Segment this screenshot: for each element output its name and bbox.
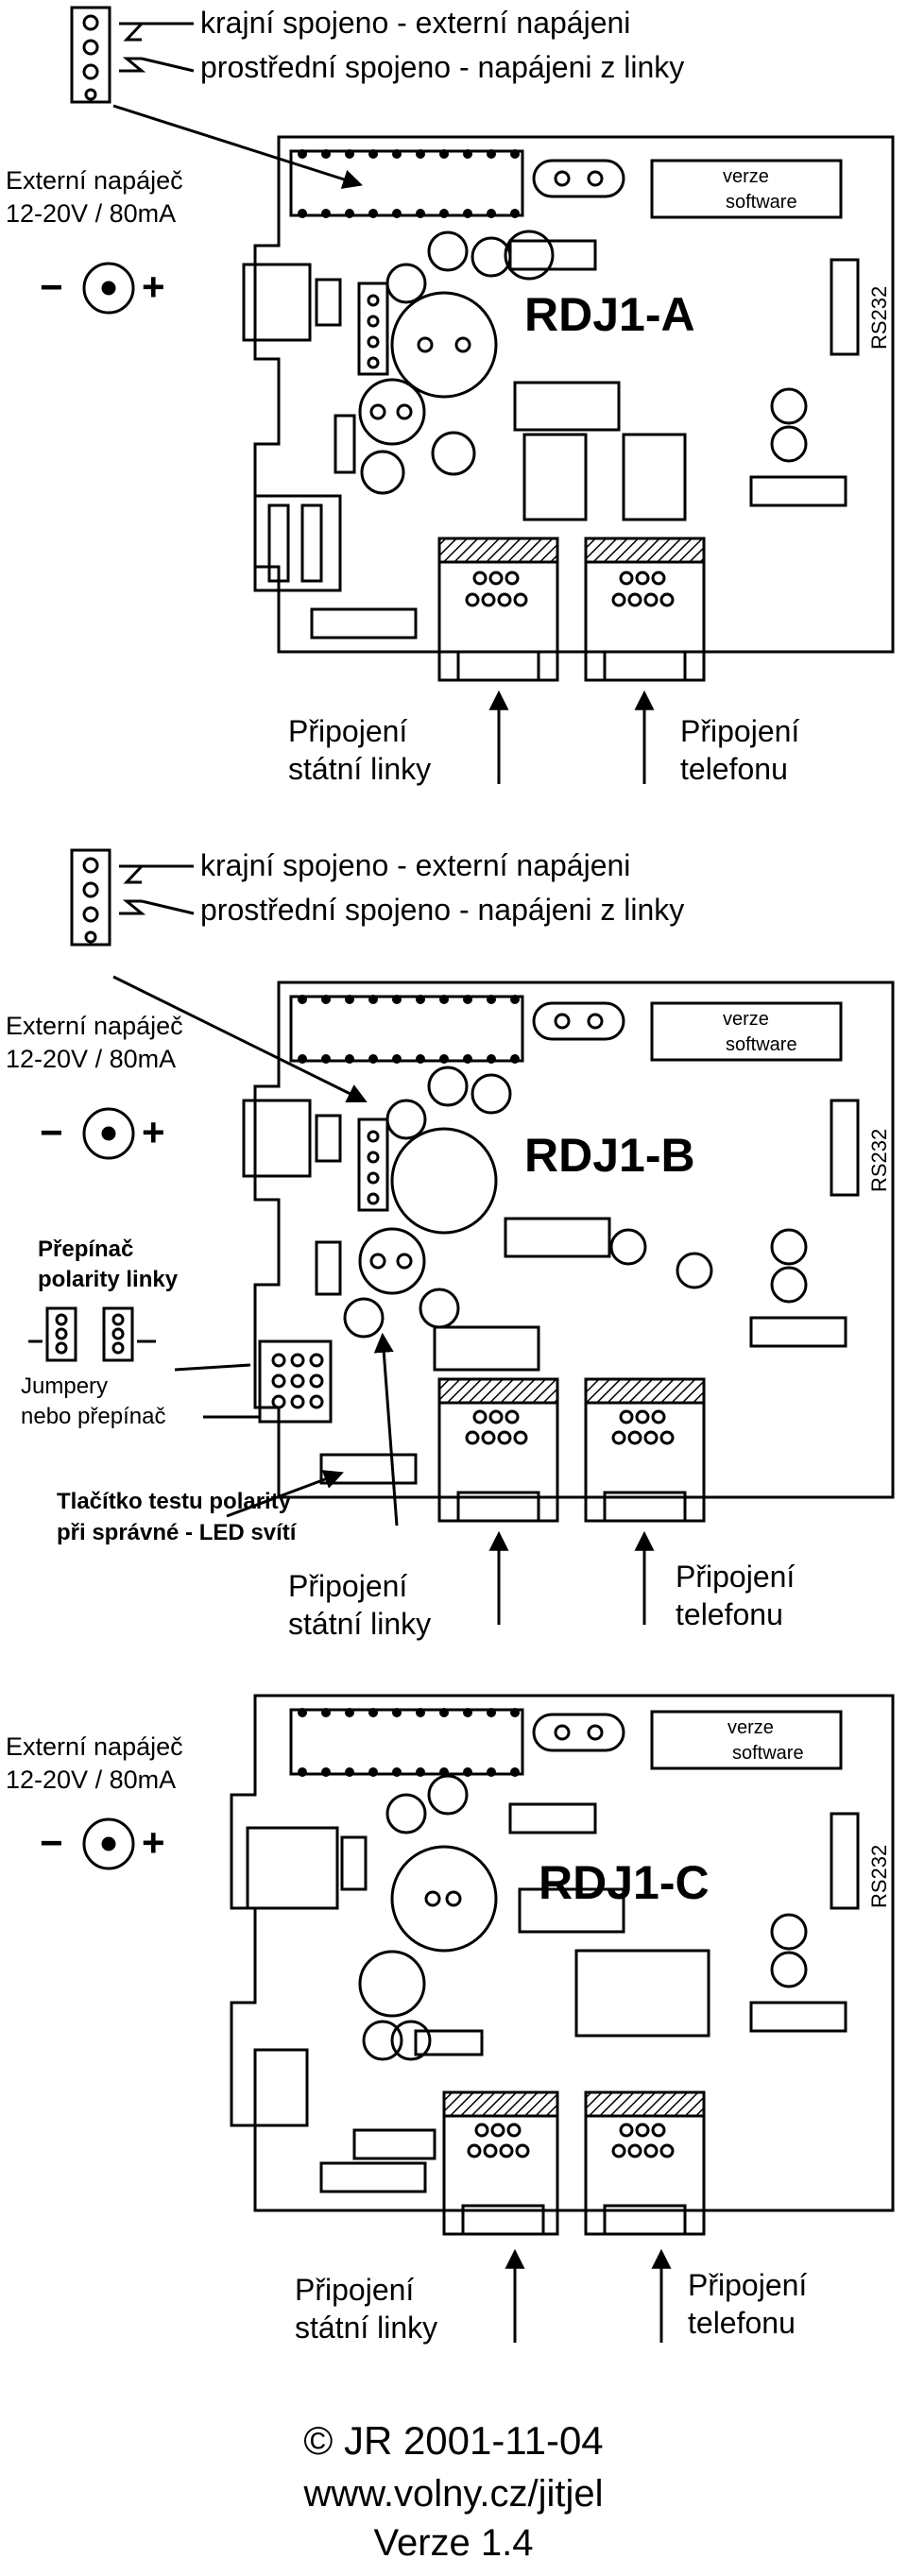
connector-phone-1: Připojení [676, 1560, 795, 1594]
rs232-label: RS232 [867, 1845, 891, 1908]
connector-phone-2: telefonu [676, 1597, 783, 1631]
jumper-note-middle: prostřední spojeno - napájeni z linky [200, 893, 684, 927]
chip-label-2: software [726, 1034, 797, 1055]
power-title: Externí napáječ [6, 1012, 183, 1040]
power-plus: + [142, 264, 165, 309]
power-spec: 12-20V / 80mA [6, 1045, 176, 1073]
polarity-test-1: Tlačítko testu polarity [57, 1489, 292, 1514]
connector-phone-1: Připojení [680, 714, 799, 748]
connector-line-2: státní linky [288, 752, 431, 786]
connector-phone-2: telefonu [680, 752, 788, 786]
board-outline [253, 135, 895, 654]
board-outline [253, 981, 895, 1499]
power-title: Externí napáječ [6, 166, 183, 195]
rs232-label: RS232 [867, 1129, 891, 1192]
polarity-switch-2: polarity linky [38, 1267, 179, 1292]
chip-label-2: software [732, 1743, 804, 1764]
board-b [28, 848, 895, 1625]
connector-line-2: státní linky [295, 2311, 437, 2345]
footer-url[interactable]: www.volny.cz/jitjel [303, 2473, 604, 2515]
jumper-note-outer: krajní spojeno - externí napájeni [200, 6, 630, 40]
board-c [82, 1694, 895, 2343]
jumper-header [70, 848, 111, 947]
power-plus: + [142, 1110, 165, 1154]
connector-line-1: Připojení [288, 714, 407, 748]
power-spec: 12-20V / 80mA [6, 1766, 176, 1794]
power-minus: − [40, 1110, 63, 1154]
power-minus: − [40, 1820, 63, 1865]
polarity-test-2: při správné - LED svítí [57, 1520, 298, 1545]
chip-label-1: verze [723, 1009, 769, 1030]
power-minus: − [40, 264, 63, 309]
chip-label-1: verze [727, 1717, 774, 1738]
connector-phone-2: telefonu [688, 2306, 796, 2340]
connector-line-1: Připojení [288, 1569, 407, 1603]
jumper-note-outer: krajní spojeno - externí napájeni [200, 848, 630, 882]
board-model: RDJ1-A [524, 288, 695, 341]
jumper-header [70, 6, 111, 104]
board-model: RDJ1-C [539, 1856, 710, 1909]
connector-line-2: státní linky [288, 1607, 431, 1641]
board-outline [230, 1694, 895, 2212]
board-a [70, 6, 895, 784]
polarity-switch-1: Přepínač [38, 1237, 133, 1262]
chip-label-2: software [726, 192, 797, 213]
polarity-jumper-1: Jumpery [21, 1373, 108, 1399]
jumper-note-middle: prostřední spojeno - napájeni z linky [200, 50, 684, 84]
polarity-jumper-2: nebo přepínač [21, 1404, 165, 1429]
connector-line-1: Připojení [295, 2273, 414, 2307]
footer-copyright: © JR 2001-11-04 [303, 2418, 604, 2463]
footer-version: Verze 1.4 [373, 2522, 534, 2564]
labels: krajní spojeno - externí napájeni prostř… [6, 6, 891, 2345]
rs232-label: RS232 [867, 286, 891, 350]
power-plus: + [142, 1820, 165, 1865]
board-model: RDJ1-B [524, 1129, 695, 1182]
power-title: Externí napáječ [6, 1732, 183, 1761]
power-spec: 12-20V / 80mA [6, 199, 176, 228]
connector-phone-1: Připojení [688, 2268, 807, 2302]
chip-label-1: verze [723, 166, 769, 187]
